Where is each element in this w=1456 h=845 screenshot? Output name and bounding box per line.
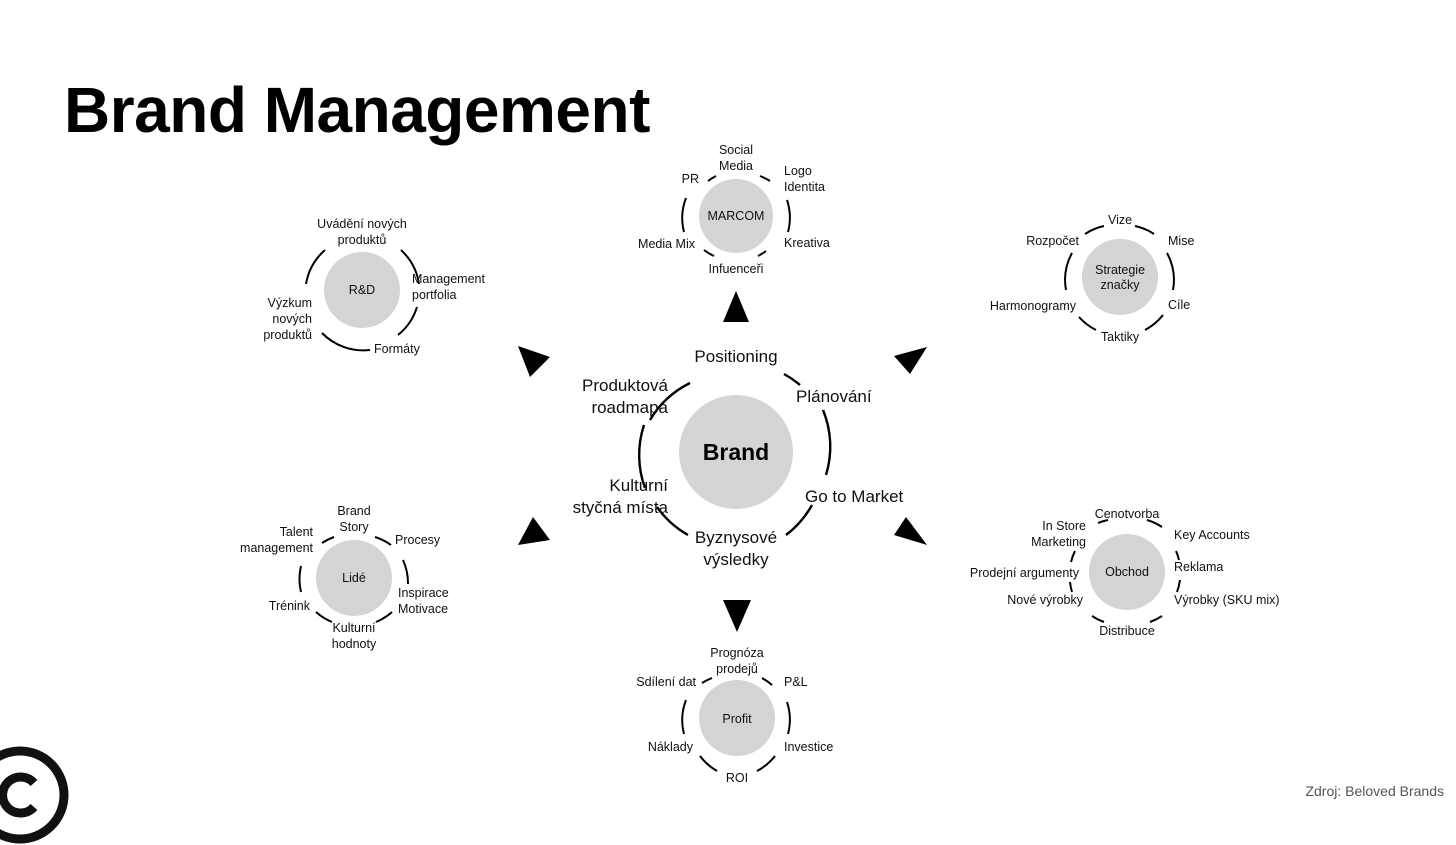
rd-item-formaty: Formáty xyxy=(374,342,421,356)
rd-circle xyxy=(324,252,400,328)
cluster-obchod: Obchod Cenotvorba Key Accounts Reklama V… xyxy=(970,507,1280,638)
brand-label: Brand xyxy=(703,439,769,465)
lide-item-trenink: Trénink xyxy=(269,599,311,613)
brand-circle xyxy=(679,395,793,509)
obchod-item-distribuce: Distribuce xyxy=(1099,624,1155,638)
profit-circle xyxy=(699,680,775,756)
obchod-circle xyxy=(1089,534,1165,610)
strategie-item-mise: Mise xyxy=(1168,234,1194,248)
marcom-item-kreativa: Kreativa xyxy=(784,236,830,250)
strategie-item-harmonogramy: Harmonogramy xyxy=(990,299,1077,313)
strategie-item-vize: Vize xyxy=(1108,213,1132,227)
obchod-item-reklama: Reklama xyxy=(1174,560,1223,574)
obchod-item-cenotvorba: Cenotvorba xyxy=(1095,507,1160,521)
center-item-planovani: Plánování xyxy=(796,387,872,406)
brand-management-diagram: Brand Positioning Plánování Go to Market… xyxy=(240,143,1280,785)
lide-label: Lidé xyxy=(342,571,366,585)
obchod-item-key-accounts: Key Accounts xyxy=(1174,528,1250,542)
profit-item-roi: ROI xyxy=(726,771,748,785)
obchod-item-vyrobky-sku: Výrobky (SKU mix) xyxy=(1174,593,1280,607)
profit-item-pl: P&L xyxy=(784,675,808,689)
marcom-item-media-mix: Media Mix xyxy=(638,237,696,251)
center-item-positioning: Positioning xyxy=(694,347,777,366)
profit-item-naklady: Náklady xyxy=(648,740,694,754)
obchod-item-prodejni-argumenty: Prodejní argumenty xyxy=(970,566,1080,580)
lide-circle xyxy=(316,540,392,616)
copyright-icon xyxy=(0,746,69,844)
marcom-circle xyxy=(699,179,773,253)
center-node: Brand Positioning Plánování Go to Market… xyxy=(573,347,904,569)
marcom-item-infuenceri: Infuenceři xyxy=(709,262,764,276)
profit-label: Profit xyxy=(722,712,752,726)
strategie-item-cile: Cíle xyxy=(1168,298,1190,312)
lide-item-procesy: Procesy xyxy=(395,533,441,547)
strategie-circle xyxy=(1082,239,1158,315)
arrow-upper-left-icon xyxy=(518,346,550,377)
strategie-item-taktiky: Taktiky xyxy=(1101,330,1140,344)
profit-item-sdileni-dat: Sdílení dat xyxy=(636,675,696,689)
obchod-label: Obchod xyxy=(1105,565,1149,579)
strategie-item-rozpocet: Rozpočet xyxy=(1026,234,1079,248)
marcom-label: MARCOM xyxy=(708,209,765,223)
rd-label: R&D xyxy=(349,283,375,297)
arrow-down-icon xyxy=(723,600,751,632)
page-title: Brand Management xyxy=(64,74,650,146)
center-item-go-to-market: Go to Market xyxy=(805,487,904,506)
marcom-item-pr: PR xyxy=(682,172,699,186)
arrow-lower-right-icon xyxy=(894,517,927,545)
arrow-up-icon xyxy=(723,291,749,322)
arrow-upper-right-icon xyxy=(894,347,927,374)
obchod-item-nove-vyrobky: Nové výrobky xyxy=(1007,593,1083,607)
profit-item-investice: Investice xyxy=(784,740,833,754)
source-credit: Zdroj: Beloved Brands xyxy=(1305,783,1444,799)
arrow-lower-left-icon xyxy=(518,517,550,545)
